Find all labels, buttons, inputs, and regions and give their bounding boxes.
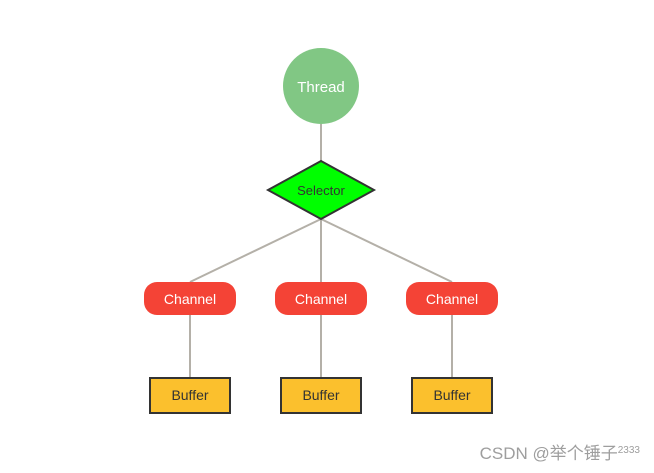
buffer-box-3	[411, 377, 493, 414]
channel-label-1: Channel	[164, 291, 216, 307]
watermark-suffix: 2333	[617, 445, 640, 456]
channel-node-3: Channel	[406, 282, 498, 315]
channel-box-1	[144, 282, 236, 315]
selector-diamond	[265, 159, 377, 221]
edge-selector-channel3	[320, 218, 453, 283]
csdn-watermark: CSDN @举个锤子2333	[480, 439, 640, 464]
buffer-label-1: Buffer	[171, 387, 208, 403]
channel-box-3	[406, 282, 498, 315]
buffer-label-2: Buffer	[302, 387, 339, 403]
buffer-label-3: Buffer	[433, 387, 470, 403]
edge-selector-channel1	[189, 218, 322, 283]
thread-circle	[283, 48, 359, 124]
channel-node-1: Channel	[144, 282, 236, 315]
edges-layer	[189, 124, 453, 378]
buffer-box-2	[280, 377, 362, 414]
channel-label-2: Channel	[295, 291, 347, 307]
channel-label-3: Channel	[426, 291, 478, 307]
buffer-box-1	[149, 377, 231, 414]
buffer-node-2: Buffer	[280, 377, 362, 414]
thread-node: Thread	[283, 48, 359, 124]
channel-node-2: Channel	[275, 282, 367, 315]
thread-label: Thread	[297, 79, 345, 96]
buffer-node-1: Buffer	[149, 377, 231, 414]
selector-label: Selector	[297, 183, 345, 198]
watermark-text: CSDN @举个锤子	[479, 444, 618, 463]
buffer-node-3: Buffer	[411, 377, 493, 414]
channel-box-2	[275, 282, 367, 315]
selector-node: Selector	[265, 159, 377, 221]
